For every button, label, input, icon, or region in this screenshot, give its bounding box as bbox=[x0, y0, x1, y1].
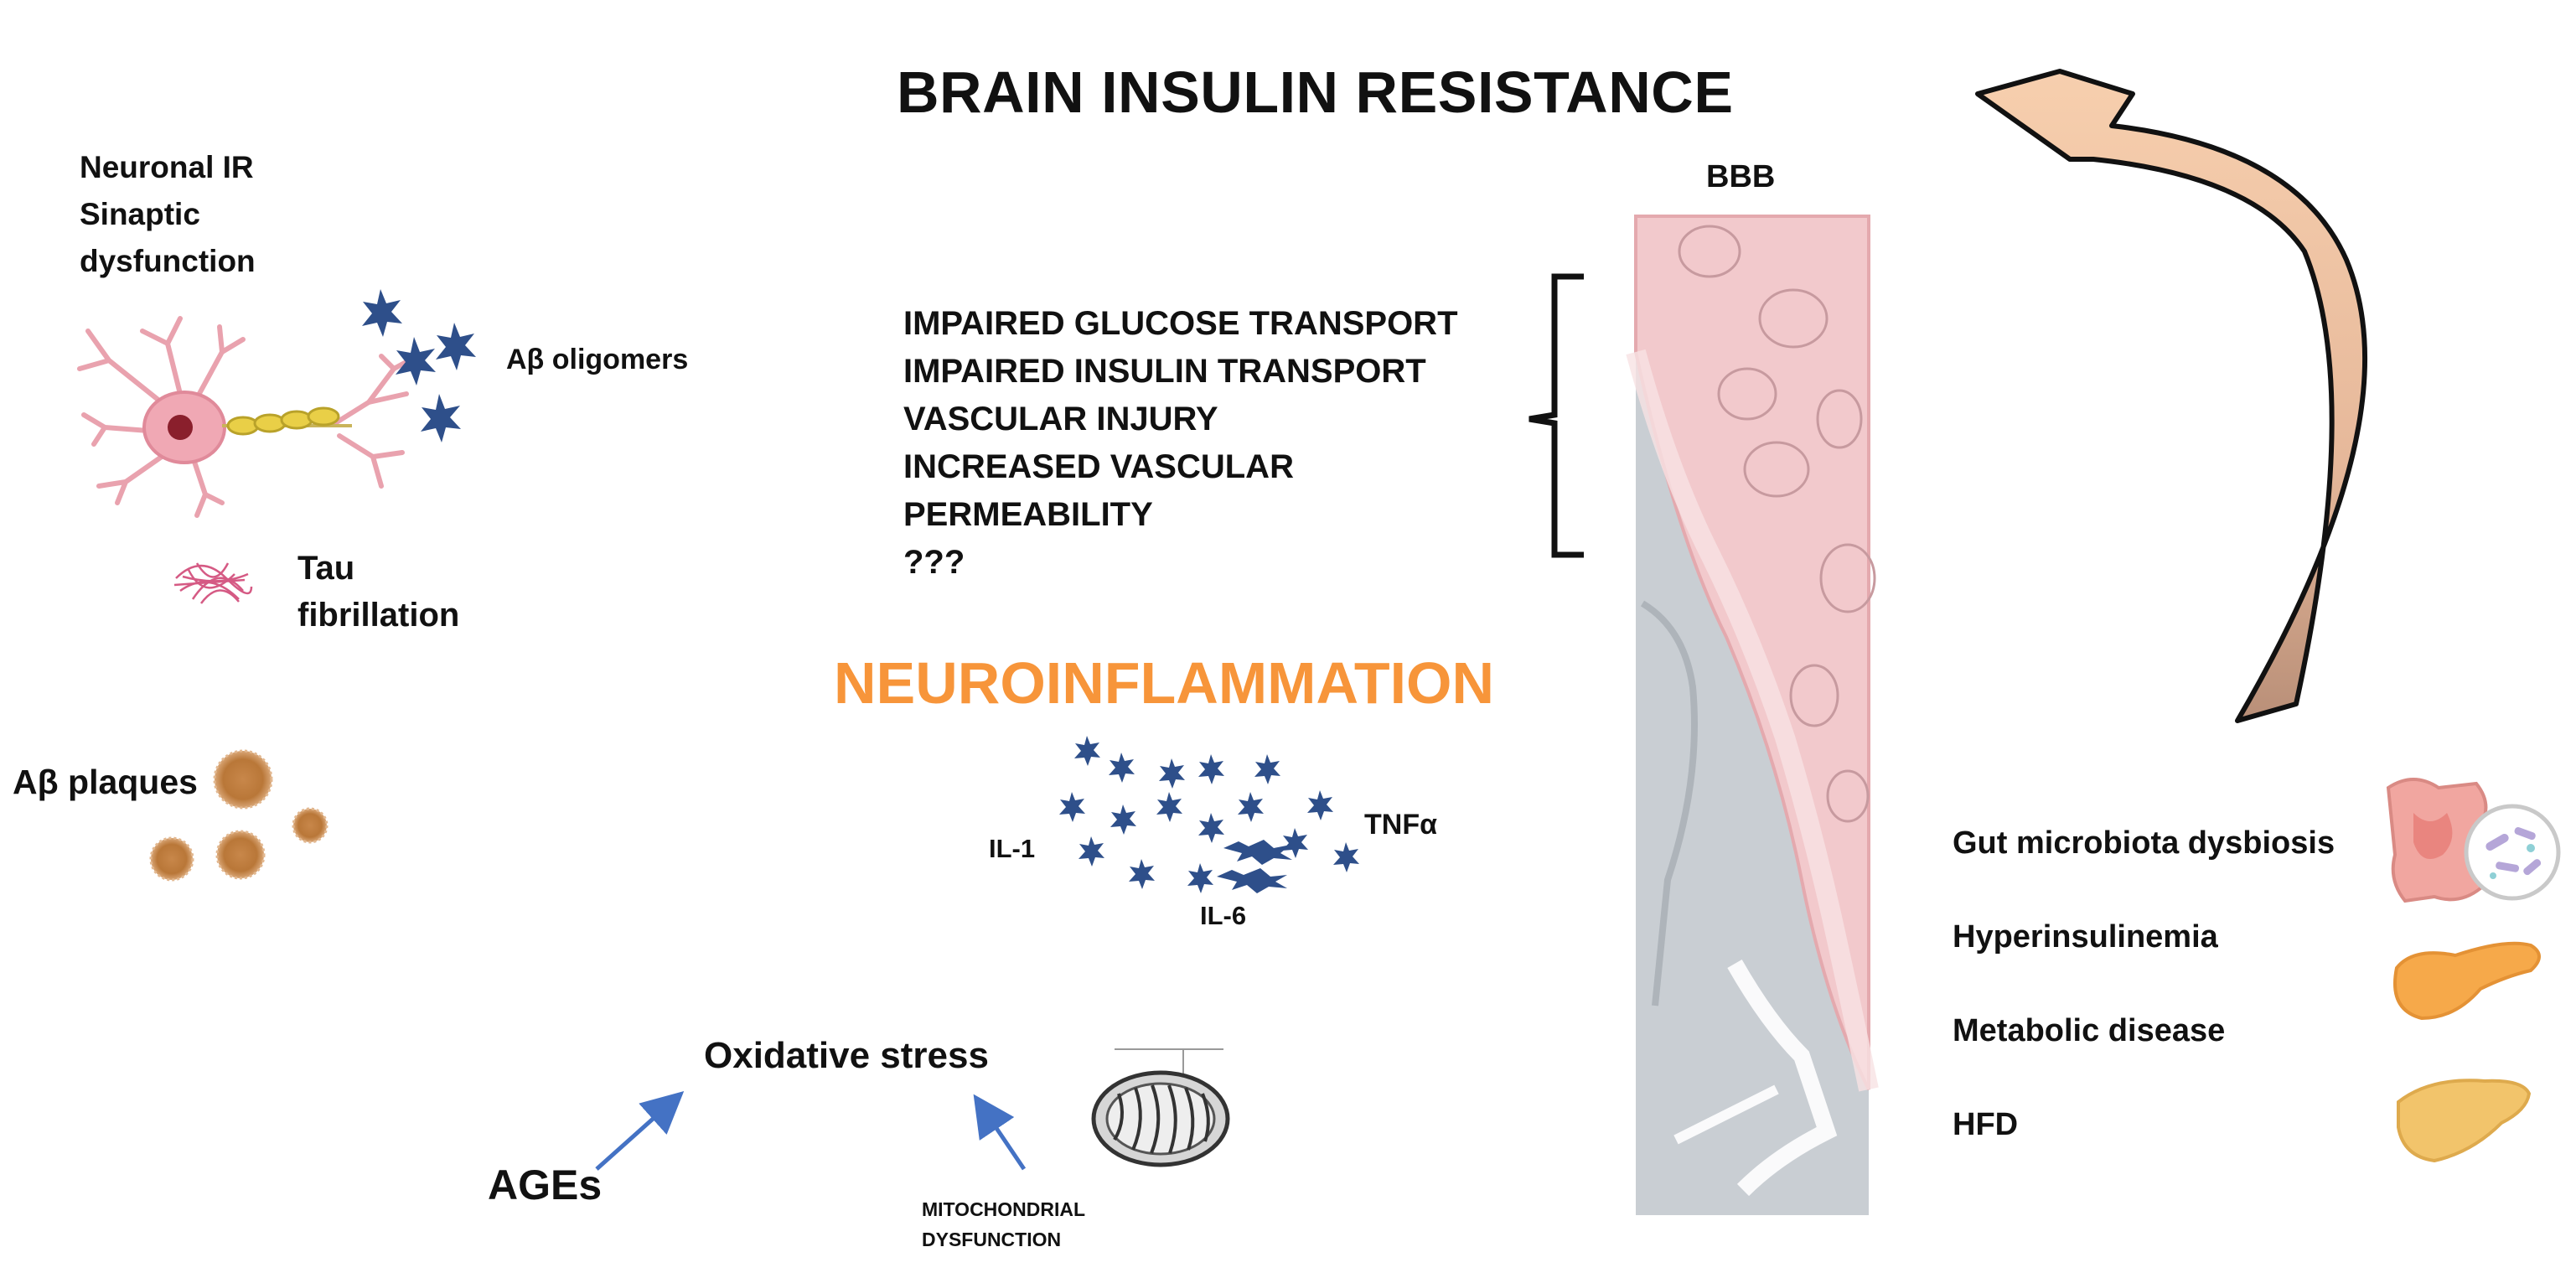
pancreas-illustration bbox=[2393, 941, 2541, 1021]
tau-fibril-tangle bbox=[173, 562, 253, 604]
abeta-plaques bbox=[149, 749, 328, 882]
bracket bbox=[1529, 273, 1584, 558]
liver-illustration bbox=[2397, 1079, 2532, 1163]
mito-line-1: MITOCHONDRIAL bbox=[922, 1198, 1086, 1220]
neuronal-ir-label: Neuronal IR Sinaptic dysfunction bbox=[80, 144, 256, 285]
neuroinflammation-label: NEUROINFLAMMATION bbox=[834, 650, 1495, 716]
diagram-title: BRAIN INSULIN RESISTANCE bbox=[897, 60, 1734, 125]
neuron-illustration bbox=[77, 316, 415, 518]
neuronal-line-1: Neuronal IR bbox=[80, 150, 254, 184]
impairment-item: IMPAIRED INSULIN TRANSPORT bbox=[903, 353, 1426, 390]
impairments-list: IMPAIRED GLUCOSE TRANSPORT IMPAIRED INSU… bbox=[903, 300, 1458, 587]
cytokine-il6-label: IL-6 bbox=[1200, 901, 1247, 930]
abeta-oligomers-label: Aβ oligomers bbox=[506, 344, 689, 375]
impairment-item: INCREASED VASCULAR bbox=[903, 448, 1294, 485]
impairment-item: IMPAIRED GLUCOSE TRANSPORT bbox=[903, 305, 1458, 342]
cytokine-stars bbox=[1059, 736, 1359, 893]
ages-arrow bbox=[595, 1091, 685, 1171]
intestine-illustration bbox=[2386, 778, 2561, 903]
cytokine-il1-label: IL-1 bbox=[989, 834, 1036, 863]
cause-hfd: HFD bbox=[1953, 1107, 2019, 1142]
curved-arrow bbox=[1975, 69, 2368, 723]
tau-line-1: Tau bbox=[297, 550, 355, 587]
neuronal-line-2: Sinaptic bbox=[80, 197, 200, 231]
impairment-item: ??? bbox=[903, 544, 965, 581]
impairment-item: PERMEABILITY bbox=[903, 496, 1153, 533]
mitochondrion-illustration bbox=[1091, 1048, 1230, 1167]
cause-hyperinsulinemia: Hyperinsulinemia bbox=[1953, 919, 2218, 955]
neuronal-line-3: dysfunction bbox=[80, 244, 256, 278]
bbb-illustration bbox=[1626, 215, 1879, 1215]
impairment-item: VASCULAR INJURY bbox=[903, 401, 1218, 437]
ages-label: AGEs bbox=[488, 1162, 603, 1208]
abeta-plaques-label: Aβ plaques bbox=[13, 763, 198, 801]
bbb-label: BBB bbox=[1706, 159, 1776, 194]
tau-fibrillation-label: Tau fibrillation bbox=[297, 545, 459, 639]
cytokine-tnf-label: TNFα bbox=[1364, 809, 1437, 841]
mito-arrow bbox=[973, 1094, 1027, 1171]
tau-line-2: fibrillation bbox=[297, 597, 460, 634]
mitochondrial-dysfunction-label: MITOCHONDRIAL DYSFUNCTION bbox=[922, 1194, 1085, 1255]
abeta-oligomer-stars bbox=[362, 289, 476, 442]
oxidative-stress-label: Oxidative stress bbox=[704, 1035, 989, 1076]
mito-line-2: DYSFUNCTION bbox=[922, 1229, 1062, 1250]
cause-metabolic-disease: Metabolic disease bbox=[1953, 1013, 2226, 1048]
cause-gut-dysbiosis: Gut microbiota dysbiosis bbox=[1953, 825, 2335, 861]
